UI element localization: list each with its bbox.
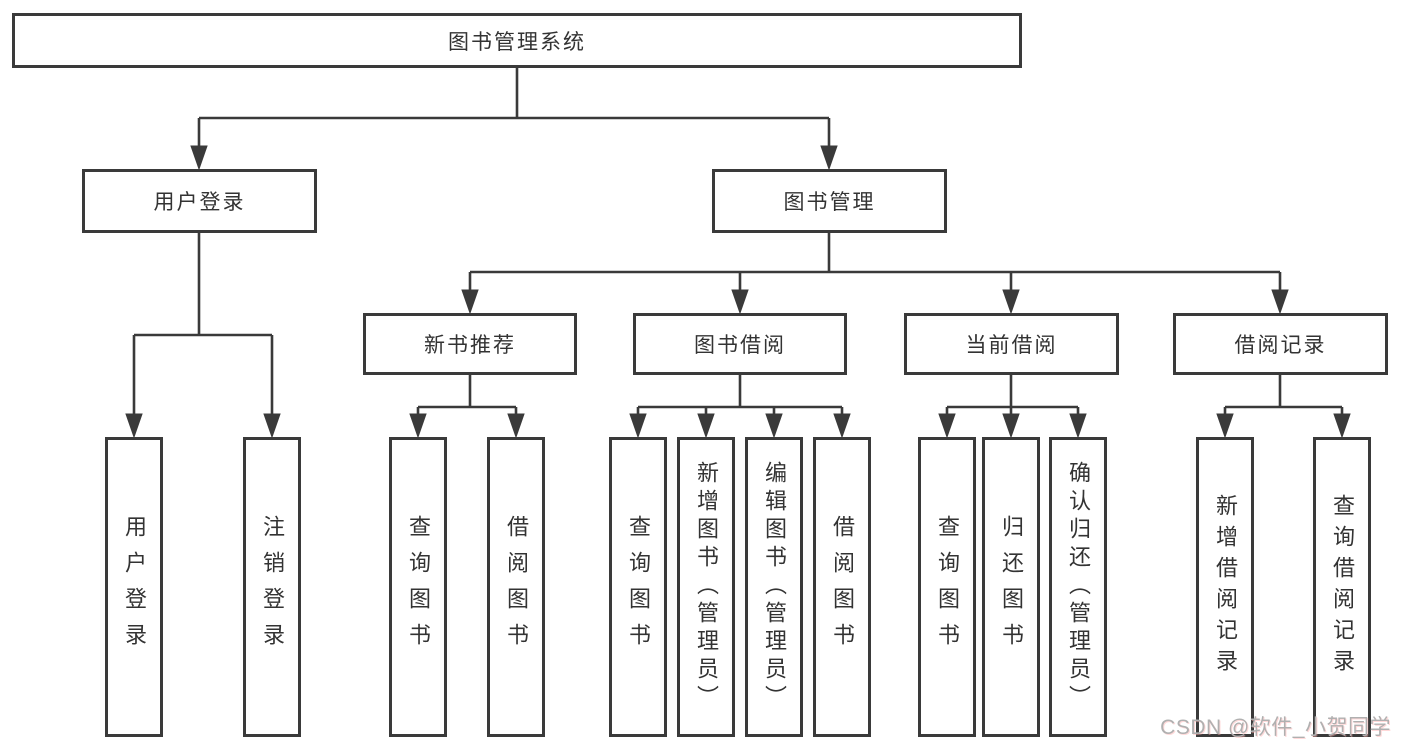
leaf-return-books: 归还图书 bbox=[982, 437, 1040, 737]
node-book-borrowing-label: 图书借阅 bbox=[694, 334, 786, 357]
leaf-add-borrow-record-label: 新增借阅记录 bbox=[1213, 494, 1238, 680]
leaf-logout: 注销登录 bbox=[243, 437, 301, 737]
node-new-book-recommendation: 新书推荐 bbox=[363, 313, 577, 375]
leaf-borrow-books-recommend: 借阅图书 bbox=[487, 437, 545, 737]
leaf-edit-books-admin-label: 编辑图书（管理员） bbox=[762, 461, 787, 713]
node-user-login: 用户登录 bbox=[82, 169, 317, 233]
leaf-user-login: 用户登录 bbox=[105, 437, 163, 737]
leaf-query-borrow-record: 查询借阅记录 bbox=[1313, 437, 1371, 737]
leaf-add-books-admin: 新增图书（管理员） bbox=[677, 437, 735, 737]
node-borrowing-records-label: 借阅记录 bbox=[1234, 334, 1327, 357]
leaf-confirm-return-admin-label: 确认归还（管理员） bbox=[1066, 461, 1091, 713]
node-book-borrowing: 图书借阅 bbox=[633, 313, 847, 375]
leaf-logout-label: 注销登录 bbox=[260, 515, 285, 659]
node-new-book-recommendation-label: 新书推荐 bbox=[424, 334, 516, 357]
leaf-confirm-return-admin: 确认归还（管理员） bbox=[1049, 437, 1107, 737]
leaf-query-books-borrowing-label: 查询图书 bbox=[626, 515, 651, 659]
node-current-borrowing-label: 当前借阅 bbox=[965, 334, 1058, 357]
leaf-borrow-books: 借阅图书 bbox=[813, 437, 871, 737]
node-library-management-system: 图书管理系统 bbox=[12, 13, 1022, 68]
leaf-borrow-books-recommend-label: 借阅图书 bbox=[504, 515, 529, 659]
leaf-query-books-current: 查询图书 bbox=[918, 437, 976, 737]
csdn-watermark: CSDN @软件_小贺同学 bbox=[1160, 716, 1391, 739]
leaf-return-books-label: 归还图书 bbox=[999, 515, 1024, 659]
leaf-borrow-books-label: 借阅图书 bbox=[830, 515, 855, 659]
node-book-management-label: 图书管理 bbox=[783, 191, 876, 214]
leaf-query-borrow-record-label: 查询借阅记录 bbox=[1330, 494, 1355, 680]
leaf-query-books-recommend: 查询图书 bbox=[389, 437, 447, 737]
node-user-login-label: 用户登录 bbox=[153, 191, 246, 214]
leaf-user-login-label: 用户登录 bbox=[122, 515, 147, 659]
leaf-query-books-borrowing: 查询图书 bbox=[609, 437, 667, 737]
node-book-management: 图书管理 bbox=[712, 169, 947, 233]
node-library-management-system-label: 图书管理系统 bbox=[448, 30, 586, 54]
node-current-borrowing: 当前借阅 bbox=[904, 313, 1119, 375]
leaf-edit-books-admin: 编辑图书（管理员） bbox=[745, 437, 803, 737]
leaf-query-books-current-label: 查询图书 bbox=[935, 515, 960, 659]
leaf-add-borrow-record: 新增借阅记录 bbox=[1196, 437, 1254, 737]
node-borrowing-records: 借阅记录 bbox=[1173, 313, 1388, 375]
leaf-query-books-recommend-label: 查询图书 bbox=[406, 515, 431, 659]
leaf-add-books-admin-label: 新增图书（管理员） bbox=[694, 461, 719, 713]
